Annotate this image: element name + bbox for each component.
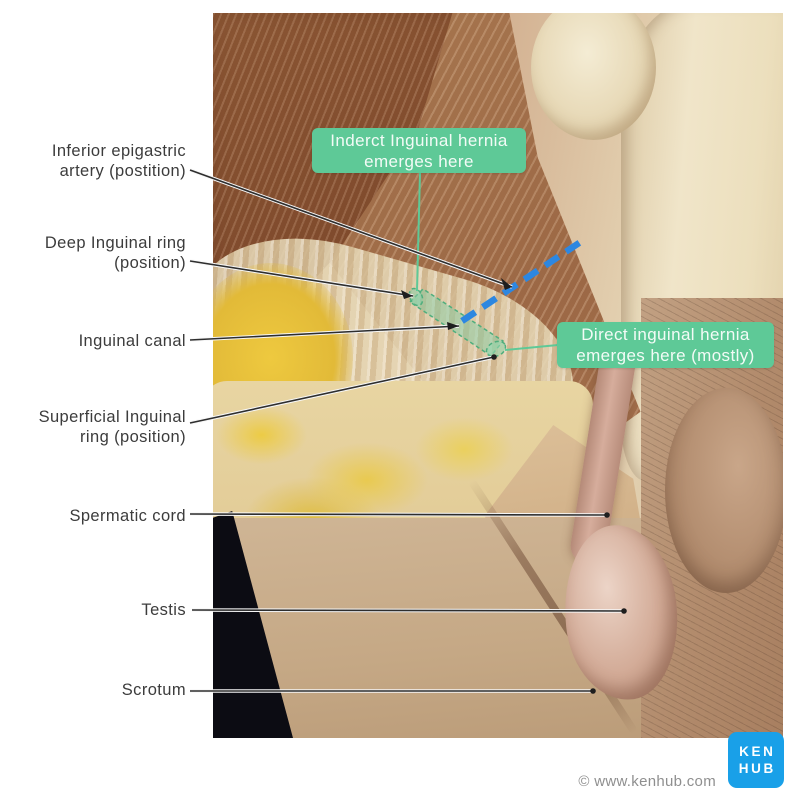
callout-direct-hernia: Direct inguinal hernia emerges here (mos…: [557, 322, 774, 368]
label-superficial-inguinal-ring: Superficial Inguinal ring (position): [39, 407, 186, 447]
logo-text-line: HUB: [738, 761, 776, 776]
anatomy-photo: [213, 13, 783, 738]
label-line: Testis: [141, 601, 186, 619]
callout-indirect-hernia: Inderct Inguinal hernia emerges here: [312, 128, 526, 173]
callout-line: emerges here (mostly): [576, 346, 755, 365]
label-line: ring (position): [80, 428, 186, 446]
callout-line: Inderct Inguinal hernia: [330, 130, 508, 150]
label-spermatic-cord: Spermatic cord: [69, 506, 186, 526]
label-line: artery (postition): [59, 162, 186, 180]
upper-fascia-fold: [531, 13, 656, 140]
label-line: Deep Inguinal ring: [44, 234, 186, 252]
label-scrotum: Scrotum: [122, 680, 186, 700]
label-line: Inferior epigastric: [51, 142, 186, 160]
label-line: Spermatic cord: [69, 507, 186, 525]
label-line: Superficial Inguinal: [38, 408, 186, 426]
kenhub-logo: KEN HUB: [728, 732, 784, 788]
copyright-watermark: © www.kenhub.com: [578, 773, 716, 790]
callout-line: Direct inguinal hernia: [581, 325, 750, 344]
label-line: Inguinal canal: [78, 332, 186, 350]
callout-line: emerges here: [364, 151, 474, 171]
label-deep-inguinal-ring: Deep Inguinal ring (position): [45, 233, 186, 273]
label-line: Scrotum: [121, 681, 186, 699]
label-inferior-epigastric-artery: Inferior epigastric artery (postition): [52, 141, 186, 181]
label-inguinal-canal: Inguinal canal: [79, 331, 186, 351]
label-line: (position): [114, 254, 186, 272]
scrotum-bulge: [665, 388, 783, 593]
logo-text-line: KEN: [739, 744, 776, 759]
label-testis: Testis: [141, 600, 186, 620]
